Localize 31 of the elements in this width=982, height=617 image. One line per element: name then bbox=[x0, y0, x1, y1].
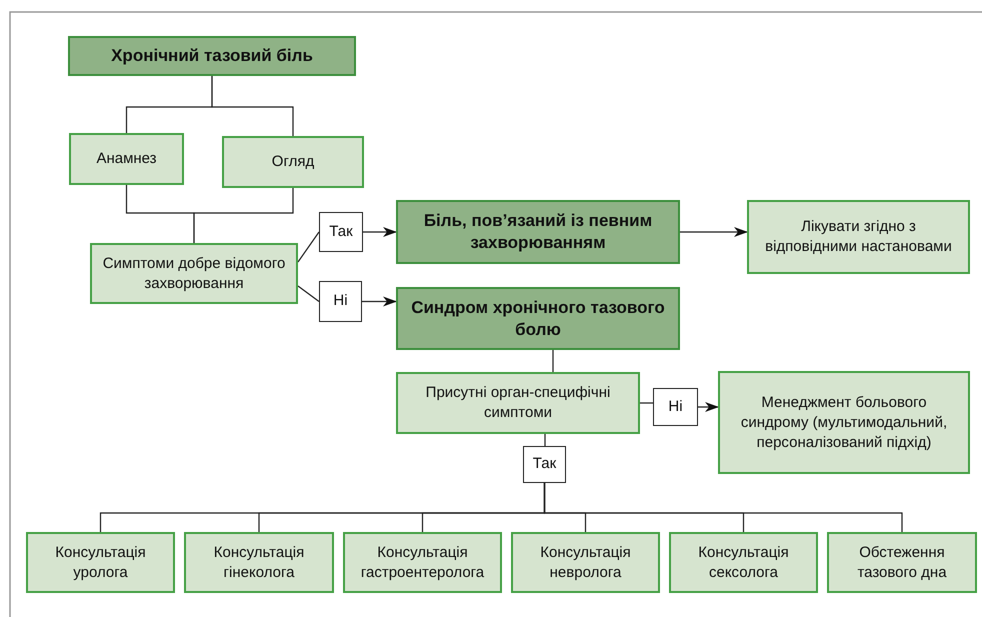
process-box: Консультація гастроентеролога bbox=[343, 532, 502, 593]
connector-line bbox=[298, 286, 320, 302]
connector-line bbox=[211, 76, 294, 136]
process-box: Консультація сексолога bbox=[669, 532, 818, 593]
process-box: Консультація гінеколога bbox=[184, 532, 334, 593]
arrow bbox=[698, 402, 719, 412]
process-box: Біль, пов’язаний із певним захворюванням bbox=[396, 200, 680, 264]
process-box: Присутні орган-специфічні симптоми bbox=[396, 372, 640, 434]
connector-line bbox=[193, 188, 294, 243]
process-box: Обстеження тазового дна bbox=[827, 532, 977, 593]
process-box: Хронічний тазовий біль bbox=[68, 36, 356, 76]
process-box: Огляд bbox=[222, 136, 364, 188]
connector-line bbox=[640, 402, 653, 404]
connector-line bbox=[544, 434, 546, 446]
connector-line bbox=[298, 232, 320, 262]
decision-tag: Так bbox=[523, 446, 566, 483]
connector-line bbox=[544, 483, 903, 532]
process-box: Менеджмент больового синдрому (мультимодальний, персоналізований підхід) bbox=[718, 371, 970, 474]
arrow bbox=[363, 227, 397, 237]
decision-tag: Ні bbox=[319, 281, 362, 322]
process-box: Лікувати згідно з відповідними настановами bbox=[747, 200, 970, 274]
decision-tag: Ні bbox=[653, 388, 698, 426]
process-box: Консультація невролога bbox=[511, 532, 660, 593]
connector-line bbox=[552, 350, 554, 372]
process-box: Синдром хронічного тазового болю bbox=[396, 287, 680, 350]
arrow bbox=[680, 227, 748, 237]
decision-tag: Так bbox=[319, 212, 363, 252]
process-box: Анамнез bbox=[69, 133, 184, 185]
process-box: Симптоми добре відомого захворювання bbox=[90, 243, 298, 304]
arrow bbox=[362, 296, 397, 306]
process-box: Консультація уролога bbox=[26, 532, 175, 593]
